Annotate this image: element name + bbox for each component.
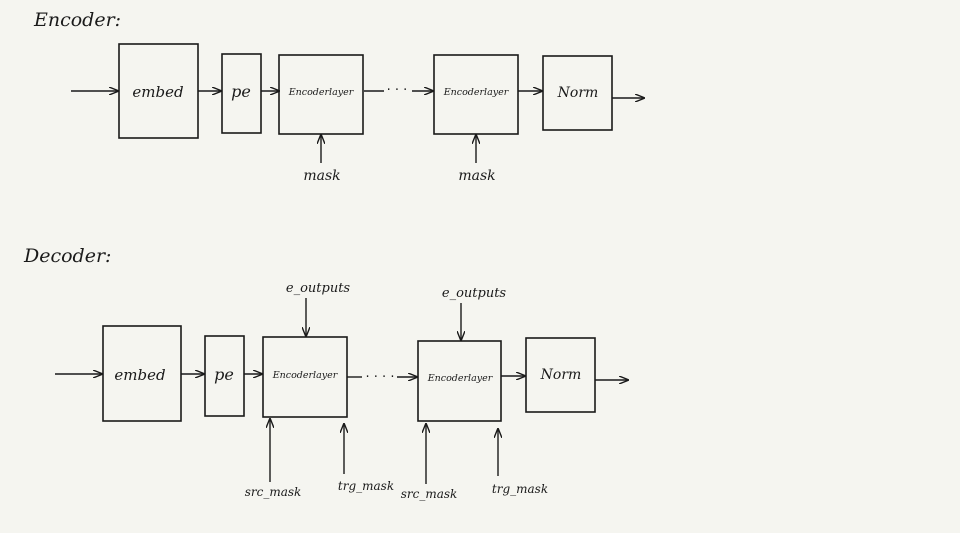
encoder-layer-1-block: Encoderlayer [278,54,364,135]
decoder-embed-block: embed [102,325,182,422]
encoder-section: Encoder: embed pe Encoderlayer · · · Enc… [33,9,644,184]
decoder-layer-1-label: Encoderlayer [272,370,339,381]
decoder-trg-mask-2-label: trg_mask [492,482,548,496]
encoder-embed-block: embed [118,43,199,139]
encoder-layer-1-label: Encoderlayer [288,87,355,98]
decoder-layer-2-block: Encoderlayer [417,340,502,422]
encoder-title: Encoder: [33,9,121,31]
decoder-src-mask-2-label: src_mask [401,487,458,501]
encoder-layer-2-block: Encoderlayer [433,54,519,135]
decoder-pe-box [204,335,245,417]
encoder-norm-label: Norm [557,85,599,101]
decoder-ellipsis: · · · · [366,370,395,385]
decoder-pe-label: pe [214,365,234,384]
decoder-layer-1-block: Encoderlayer [262,336,348,418]
decoder-layer-2-label: Encoderlayer [427,373,494,384]
encoder-mask-2-label: mask [458,168,495,184]
decoder-section: Decoder: embed pe Encoderlayer · · · · E… [23,245,628,501]
encoder-layer-2-label: Encoderlayer [443,87,510,98]
encoder-ellipsis: · · · [387,83,408,98]
decoder-src-mask-1-label: src_mask [245,485,302,499]
decoder-eoutputs-1-label: e_outputs [286,281,351,296]
decoder-norm-block: Norm [525,337,596,413]
decoder-layer-2-box [417,340,502,422]
decoder-norm-label: Norm [540,367,582,383]
decoder-norm-box [525,337,596,413]
decoder-trg-mask-1-label: trg_mask [338,479,394,493]
encoder-pe-label: pe [231,82,251,101]
decoder-eoutputs-2-label: e_outputs [442,286,507,301]
decoder-embed-label: embed [114,366,165,384]
encoder-pe-box [221,53,262,134]
decoder-title: Decoder: [23,245,111,267]
encoder-pe-block: pe [221,53,262,134]
encoder-norm-box [542,55,613,131]
encoder-norm-block: Norm [542,55,613,131]
decoder-pe-block: pe [204,335,245,417]
encoder-mask-1-label: mask [303,168,340,184]
encoder-embed-label: embed [132,83,183,101]
